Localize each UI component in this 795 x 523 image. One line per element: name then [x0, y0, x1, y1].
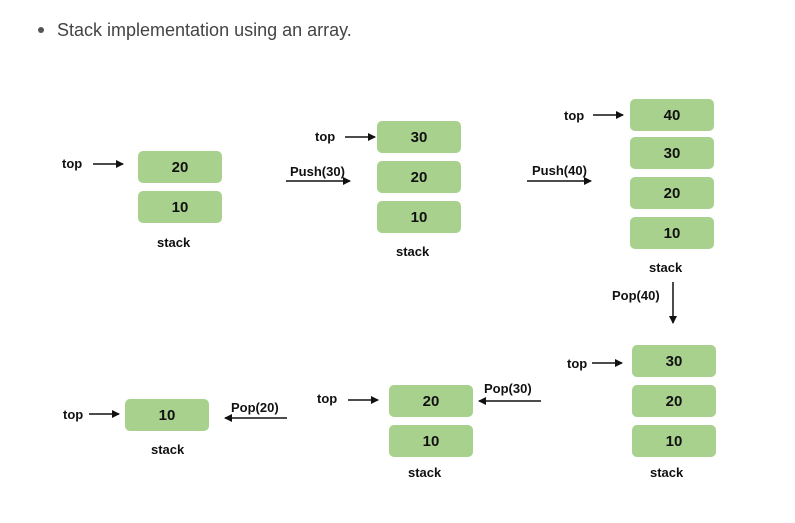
pop-20-label: Pop(20): [231, 400, 279, 415]
stack-3-cell-3: 20: [630, 177, 714, 209]
stack-3-cell-4: 10: [630, 217, 714, 249]
push-40-label: Push(40): [532, 163, 587, 178]
stack-2-cell-2: 20: [377, 161, 461, 193]
stack-5-cell-2: 10: [389, 425, 473, 457]
stack-1-cell-2: 10: [138, 191, 222, 223]
stack-4-cell-2: 20: [632, 385, 716, 417]
stack-label-6: stack: [151, 442, 185, 457]
top-label-2: top: [315, 129, 336, 144]
stack-1-cell-1: 20: [138, 151, 222, 183]
bullet-dot-icon: [38, 27, 44, 33]
pop-30-label: Pop(30): [484, 381, 532, 396]
top-label-6: top: [63, 407, 84, 422]
stack-label-4: stack: [650, 465, 684, 480]
stack-4-cell-1: 30: [632, 345, 716, 377]
stack-label-2: stack: [396, 244, 430, 259]
top-label-3: top: [564, 108, 585, 123]
stack-3-cell-1: 40: [630, 99, 714, 131]
stack-4-cell-3: 10: [632, 425, 716, 457]
heading-bullet: Stack implementation using an array.: [38, 18, 352, 42]
push-30-label: Push(30): [290, 164, 345, 179]
stack-3-cell-2: 30: [630, 137, 714, 169]
heading-text: Stack implementation using an array.: [57, 19, 352, 40]
stack-label-5: stack: [408, 465, 442, 480]
top-label-4: top: [567, 356, 588, 371]
stack-5-cell-1: 20: [389, 385, 473, 417]
pop-40-label: Pop(40): [612, 288, 660, 303]
top-label-1: top: [62, 156, 83, 171]
stack-2-cell-3: 10: [377, 201, 461, 233]
stack-label-3: stack: [649, 260, 683, 275]
stack-label-1: stack: [157, 235, 191, 250]
stack-6-cell-1: 10: [125, 399, 209, 431]
stack-2-cell-1: 30: [377, 121, 461, 153]
top-label-5: top: [317, 391, 338, 406]
